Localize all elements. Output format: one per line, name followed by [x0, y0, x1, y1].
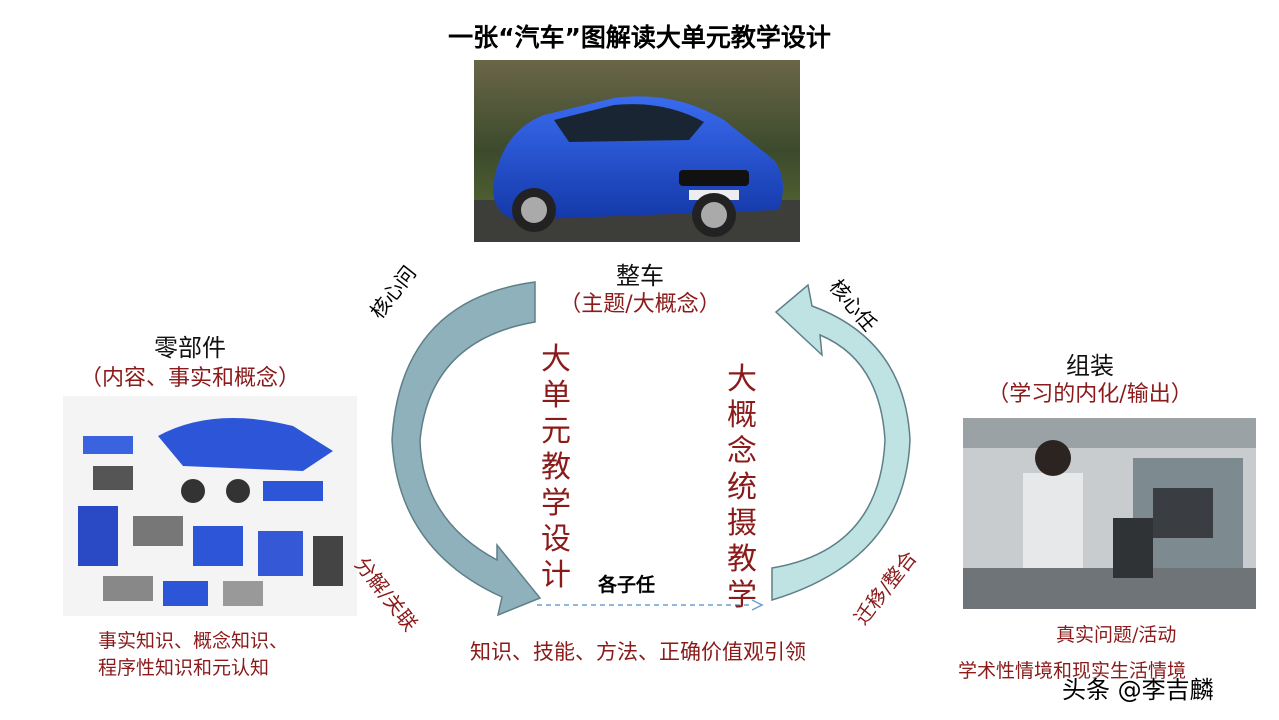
left-curved-arrow	[392, 282, 540, 615]
bottom-text: 知识、技能、方法、正确价值观引领	[470, 636, 806, 666]
subtask-label: 各子任	[598, 570, 655, 597]
center-left-vertical-text: 大 单 元 教 学 设 计	[536, 342, 576, 594]
center-right-vertical-text: 大 概 念 统 摄 教 学	[722, 362, 762, 614]
watermark: 头条 @李吉麟	[1062, 670, 1214, 705]
right-curved-arrow	[772, 285, 910, 600]
